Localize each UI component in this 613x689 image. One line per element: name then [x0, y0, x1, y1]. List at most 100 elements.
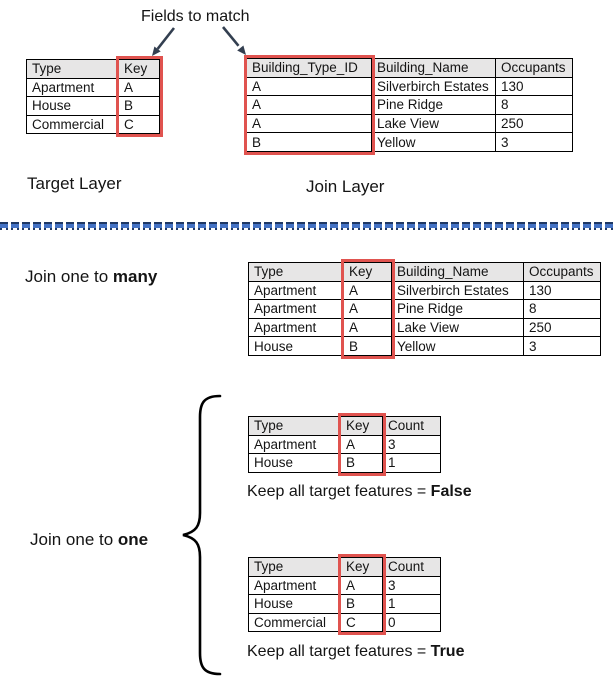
column-header: Occupants [523, 262, 601, 282]
column-header: Type [248, 262, 344, 282]
column-header: Key [340, 416, 383, 436]
table-cell: 0 [382, 612, 441, 633]
table-cell: B [118, 96, 160, 116]
table-cell: Apartment [248, 317, 344, 338]
table-cell: Silverbirch Estates [371, 76, 496, 97]
table-cell: Apartment [248, 280, 344, 301]
join-layer-label: Join Layer [306, 177, 385, 196]
down-left-arrow-icon [152, 27, 176, 56]
table-cell: Yellow [391, 336, 524, 356]
table-cell: A [343, 317, 392, 338]
table-cell: B [340, 453, 383, 473]
table-cell: 3 [495, 132, 573, 152]
table-cell: House [248, 453, 341, 473]
table-cell: 250 [495, 113, 573, 134]
column-header: Type [248, 557, 341, 577]
table-cell: House [248, 594, 341, 614]
table-cell: A [246, 76, 372, 97]
table-cell: Apartment [248, 434, 341, 455]
target-layer-label: Target Layer [27, 174, 122, 193]
table-cell: 3 [523, 336, 601, 356]
table-cell: House [26, 96, 119, 116]
table-cell: 1 [382, 594, 441, 614]
table-cell: A [246, 113, 372, 134]
curly-brace-icon [182, 394, 222, 676]
column-header: Building_Name [391, 262, 524, 282]
table-cell: A [343, 299, 392, 319]
table-cell: A [246, 95, 372, 115]
table-cell: 1 [382, 453, 441, 473]
table-cell: A [118, 77, 160, 98]
section-divider [0, 222, 613, 230]
keep-true-value: True [430, 643, 465, 660]
table-cell: Yellow [371, 132, 496, 152]
column-header: Building_Type_ID [246, 58, 372, 78]
table-cell: B [340, 594, 383, 614]
table-cell: 8 [523, 299, 601, 319]
table-cell: C [118, 114, 160, 135]
join-one-to-one-prefix: Join one to [30, 530, 118, 549]
table-cell: Pine Ridge [391, 299, 524, 319]
table-cell: B [343, 336, 392, 356]
column-header: Type [248, 416, 341, 436]
table-cell: B [246, 132, 372, 152]
keep-false-caption: Keep all target features = False [247, 482, 472, 502]
keep-true-prefix: Keep all target features = [247, 643, 431, 660]
column-header: Key [343, 262, 392, 282]
column-header: Occupants [495, 58, 573, 78]
table-cell: 130 [495, 76, 573, 97]
table-cell: Apartment [26, 77, 119, 98]
fields-to-match-label: Fields to match [141, 8, 250, 25]
keep-false-prefix: Keep all target features = [247, 483, 431, 500]
column-header: Count [382, 557, 441, 577]
keep-true-caption: Keep all target features = True [247, 642, 464, 662]
join-one-to-one-bold: one [117, 530, 149, 549]
table-cell: Lake View [391, 317, 524, 338]
table-cell: C [340, 612, 383, 633]
table-cell: 250 [523, 317, 601, 338]
table-cell: A [340, 434, 383, 455]
table-cell: Apartment [248, 575, 341, 596]
join-one-to-many-label: Join one to many [25, 266, 157, 287]
table-cell: Commercial [248, 612, 341, 633]
column-header: Building_Name [371, 58, 496, 78]
table-cell: House [248, 336, 344, 356]
table-cell: 130 [523, 280, 601, 301]
table-cell: A [343, 280, 392, 301]
column-header: Key [340, 557, 383, 577]
join-one-to-one-label: Join one to one [30, 529, 148, 550]
table-cell: 8 [495, 95, 573, 115]
table-cell: 3 [382, 434, 441, 455]
join-one-to-many-prefix: Join one to [25, 267, 113, 286]
keep-false-value: False [430, 483, 472, 500]
down-right-arrow-icon [221, 26, 246, 55]
column-header: Key [118, 59, 160, 79]
column-header: Type [26, 59, 119, 79]
table-cell: Commercial [26, 114, 119, 135]
